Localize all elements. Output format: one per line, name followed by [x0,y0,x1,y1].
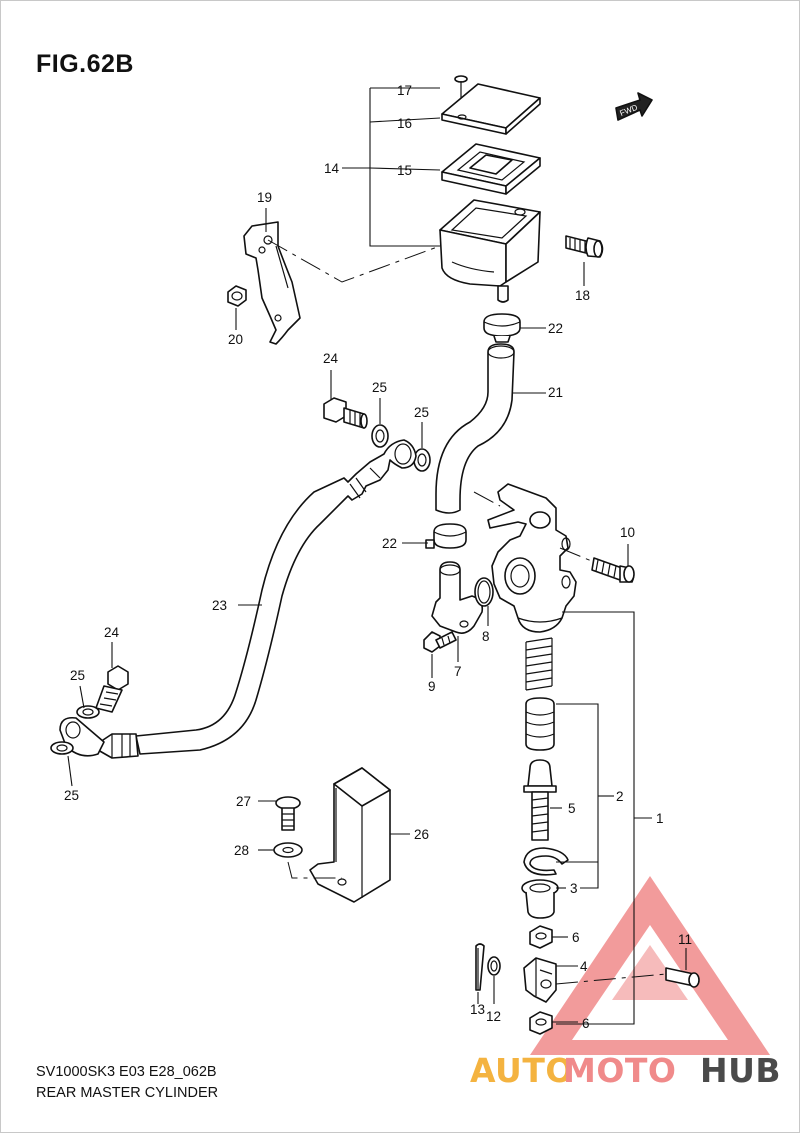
callout-24-top: 24 [323,351,339,366]
callout-28: 28 [234,843,249,858]
callout-4: 4 [580,959,588,974]
snap-ring-icon [523,847,569,876]
watermark-moto: MOTO [563,1051,676,1090]
diaphragm-plate-15-icon [441,143,541,195]
model-code: SV1000SK3 E03 E28_062B [36,1064,217,1080]
callout-25-c: 25 [70,668,85,683]
callout-6-top: 6 [572,930,580,945]
fwd-arrow-icon: FWD [615,92,653,121]
callout-14: 14 [324,161,340,176]
callout-6-bottom: 6 [582,1016,590,1031]
union-bolt-24-bottom-icon [95,665,129,713]
hose-fitting-7-icon [431,561,484,634]
reservoir-body-14-icon [439,199,541,303]
boot-3-icon [521,879,559,919]
callout-3: 3 [570,881,578,896]
nut-20-icon [227,285,247,307]
washer-25-a-icon [371,424,389,448]
callout-2: 2 [616,789,624,804]
hose-clamp-22-top-icon [483,313,521,343]
callout-23: 23 [212,598,227,613]
washer-25-d-icon [50,741,74,755]
callout-15: 15 [397,163,412,178]
assembly-name: REAR MASTER CYLINDER [36,1085,219,1101]
washer-25-b-icon [413,448,431,472]
cotter-pin-13-icon [475,943,485,991]
callout-19: 19 [257,190,272,205]
callout-12: 12 [486,1009,501,1024]
nut-6-top-icon [529,925,553,949]
hose-clamp-22-bottom-icon [425,523,467,549]
callout-24-bottom: 24 [104,625,120,640]
callout-9: 9 [428,679,436,694]
callout-25-a: 25 [372,380,387,395]
mounting-bolt-18-icon [565,235,604,258]
spring-icon [525,637,553,691]
nut-6-bottom-icon [529,1011,553,1035]
master-cylinder-body-1-icon [487,483,577,633]
callout-10: 10 [620,525,635,540]
watermark-logo [530,876,770,1055]
reservoir-hose-21-icon [435,343,515,514]
callout-5: 5 [568,801,576,816]
reservoir-cap-17-screw-icon [454,75,468,98]
callout-22-top: 22 [548,321,563,336]
reservoir-bracket-19-icon [243,221,301,345]
washer-25-c-icon [76,705,100,719]
callout-18: 18 [575,288,590,303]
callout-16: 16 [397,116,412,131]
washer-12-icon [487,956,501,976]
washer-28-icon [273,842,303,858]
piston-cup-icon [525,697,555,751]
callout-13: 13 [470,1002,485,1017]
callout-22-bottom: 22 [382,536,397,551]
callout-21: 21 [548,385,563,400]
watermark-wordmark: AUTO MOTO HUB [470,1051,781,1090]
reservoir-cap-16-icon [441,83,541,135]
callout-27: 27 [236,794,251,809]
callout-7: 7 [454,664,462,679]
screw-27-icon [275,796,301,831]
callout-1: 1 [656,811,664,826]
watermark-auto: AUTO [470,1051,574,1090]
watermark-inner-triangle-icon [612,945,688,1000]
heel-guard-26-icon [309,767,391,903]
watermark-hub: HUB [700,1051,781,1090]
callout-20: 20 [228,332,243,347]
callout-17: 17 [397,83,412,98]
clevis-pin-11-icon [665,967,700,988]
callout-25-b: 25 [414,405,429,420]
watermark-triangle-icon [530,876,770,1055]
callout-8: 8 [482,629,490,644]
o-ring-8-icon [474,577,494,607]
brake-hose-23-icon [59,439,417,759]
callout-25-d: 25 [64,788,79,803]
callout-11: 11 [678,932,692,947]
clevis-4-icon [523,957,557,1003]
push-rod-5-icon [523,759,557,841]
mounting-bolt-10-icon [591,557,635,583]
callout-26: 26 [414,827,429,842]
figure-title: FIG.62B [36,50,134,78]
union-bolt-24-top-icon [323,397,368,429]
screw-9-icon [423,631,457,653]
